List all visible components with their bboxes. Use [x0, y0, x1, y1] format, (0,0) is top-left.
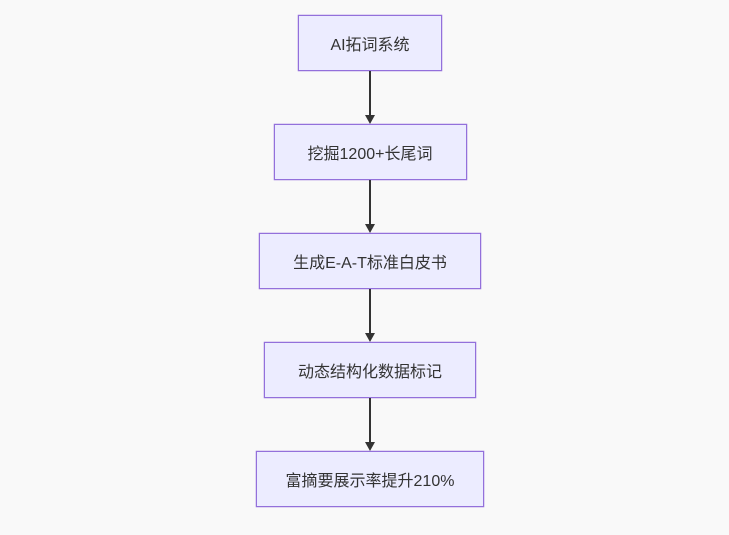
flow-node-label: 生成E-A-T标准白皮书 [293, 255, 447, 272]
flow-node-structured-data: 动态结构化数据标记 [264, 342, 476, 398]
arrow-shaft [369, 289, 371, 333]
flow-node-eat-whitepaper: 生成E-A-T标准白皮书 [259, 233, 481, 289]
flow-node-label: 富摘要展示率提升210% [285, 473, 455, 490]
flow-node-label: 挖掘1200+长尾词 [307, 146, 433, 163]
flow-node-label: AI拓词系统 [330, 37, 410, 54]
arrow-down-icon [365, 71, 375, 124]
arrow-shaft [369, 71, 371, 115]
arrowhead-icon [365, 442, 375, 451]
arrow-down-icon [365, 398, 375, 451]
arrow-shaft [369, 180, 371, 224]
flow-node-ai-word-system: AI拓词系统 [298, 15, 442, 71]
arrow-shaft [369, 398, 371, 442]
arrowhead-icon [365, 333, 375, 342]
flow-node-rich-snippet-result: 富摘要展示率提升210% [256, 451, 484, 507]
flow-node-label: 动态结构化数据标记 [297, 364, 442, 381]
arrowhead-icon [365, 224, 375, 233]
arrow-down-icon [365, 180, 375, 233]
flow-node-longtail-words: 挖掘1200+长尾词 [273, 124, 467, 180]
arrowhead-icon [365, 115, 375, 124]
flowchart: AI拓词系统 挖掘1200+长尾词 生成E-A-T标准白皮书 动态结构化数据标记… [256, 15, 484, 507]
arrow-down-icon [365, 289, 375, 342]
